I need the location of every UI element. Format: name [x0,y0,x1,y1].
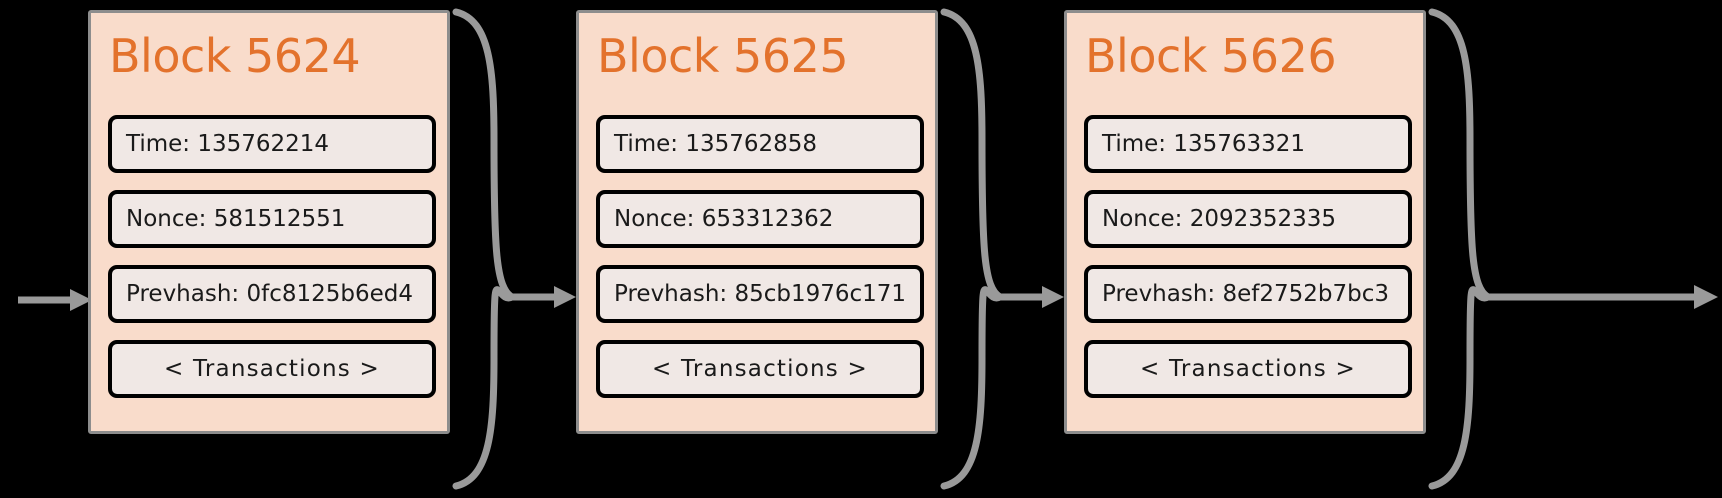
block-title: Block 5625 [597,29,849,83]
block-fields: Time: 135762214 Nonce: 581512551 Prevhas… [108,115,436,415]
field-nonce: Nonce: 2092352335 [1084,190,1412,248]
block-fields: Time: 135762858 Nonce: 653312362 Prevhas… [596,115,924,415]
connector-arrow-1 [938,0,1068,498]
field-prevhash: Prevhash: 0fc8125b6ed4 [108,265,436,323]
block-card-0[interactable]: Block 5624 Time: 135762214 Nonce: 581512… [88,10,450,434]
field-nonce: Nonce: 653312362 [596,190,924,248]
connector-arrow-0 [450,0,580,498]
field-transactions[interactable]: < Transactions > [596,340,924,398]
incoming-arrow-left [0,0,95,498]
block-title: Block 5626 [1085,29,1337,83]
block-title: Block 5624 [109,29,361,83]
field-time: Time: 135762214 [108,115,436,173]
block-fields: Time: 135763321 Nonce: 2092352335 Prevha… [1084,115,1412,415]
field-transactions[interactable]: < Transactions > [108,340,436,398]
block-card-1[interactable]: Block 5625 Time: 135762858 Nonce: 653312… [576,10,938,434]
field-time: Time: 135762858 [596,115,924,173]
field-time: Time: 135763321 [1084,115,1412,173]
field-prevhash: Prevhash: 85cb1976c171 [596,265,924,323]
field-prevhash: Prevhash: 8ef2752b7bc3 [1084,265,1412,323]
field-transactions[interactable]: < Transactions > [1084,340,1412,398]
block-card-2[interactable]: Block 5626 Time: 135763321 Nonce: 209235… [1064,10,1426,434]
field-nonce: Nonce: 581512551 [108,190,436,248]
outgoing-arrow-right [1426,0,1722,498]
